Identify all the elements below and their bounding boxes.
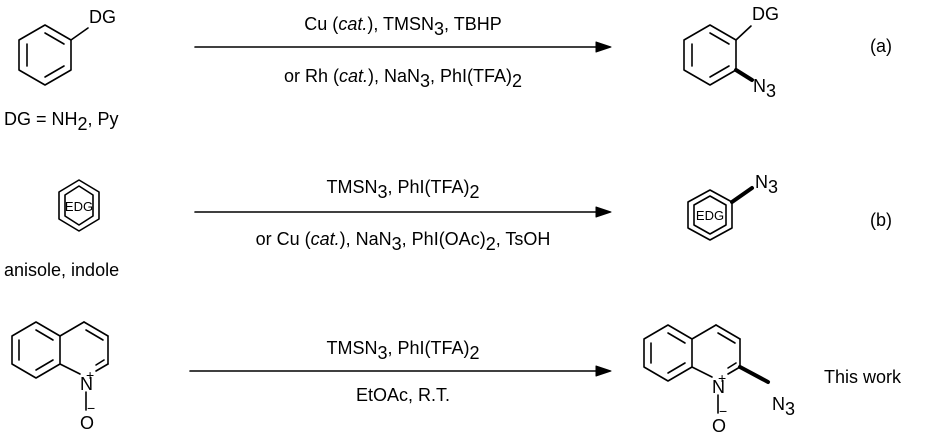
reaction-a: DG DG = NH2, Py Cu (cat.), TMSN3, TBHP o… [4, 4, 892, 134]
reaction-a-conditions-below: or Rh (cat.), NaN3, PhI(TFA)2 [284, 66, 522, 91]
product-c-oxygen-label: O [712, 416, 726, 436]
product-c-azidoquinoline-n-oxide [643, 324, 770, 414]
product-a-azide-label: N3 [753, 76, 776, 101]
substrate-a-dg-note: DG = NH2, Py [4, 109, 119, 134]
substrate-c-oxygen-label: O [80, 413, 94, 433]
reaction-b-arrowhead [595, 206, 612, 218]
substrate-a-benzene [18, 24, 89, 86]
product-c-plus-charge: + [718, 370, 726, 386]
reaction-c-conditions-below: EtOAc, R.T. [356, 385, 450, 405]
product-a-benzene [683, 24, 754, 86]
product-c-minus-charge: − [719, 403, 727, 419]
substrate-c-plus-charge: + [86, 367, 94, 383]
reaction-b: EDG anisole, indole TMSN3, PhI(TFA)2 or … [4, 172, 892, 280]
reaction-c-tag: This work [824, 367, 902, 387]
product-b-edg-label: EDG [696, 208, 724, 223]
reaction-b-conditions-below: or Cu (cat.), NaN3, PhI(OAc)2, TsOH [256, 229, 551, 254]
substrate-b-arene [58, 179, 100, 232]
substrate-a-dg-label: DG [89, 7, 116, 27]
product-c-azide-label: N3 [772, 394, 795, 419]
reaction-c-conditions-above: TMSN3, PhI(TFA)2 [326, 338, 479, 363]
reaction-b-conditions-above: TMSN3, PhI(TFA)2 [326, 177, 479, 202]
product-b-azide-label: N3 [755, 172, 778, 197]
substrate-c-nitrogen-label: N [80, 374, 93, 394]
reaction-a-conditions-above: Cu (cat.), TMSN3, TBHP [304, 14, 501, 39]
substrate-c-quinoline-n-oxide [11, 321, 109, 411]
product-b-arene [687, 186, 754, 241]
substrate-b-edg-label: EDG [65, 199, 93, 214]
product-a-dg-label: DG [752, 4, 779, 24]
reaction-a-tag: (a) [870, 36, 892, 56]
reaction-c: N + O − TMSN3, PhI(TFA)2 EtOAc, R.T. [11, 321, 902, 436]
substrate-c-minus-charge: − [87, 400, 95, 416]
product-c-nitrogen-label: N [712, 377, 725, 397]
reaction-c-arrowhead [595, 365, 612, 377]
reaction-b-tag: (b) [870, 210, 892, 230]
reaction-a-arrowhead [595, 41, 612, 53]
substrate-b-note: anisole, indole [4, 260, 119, 280]
